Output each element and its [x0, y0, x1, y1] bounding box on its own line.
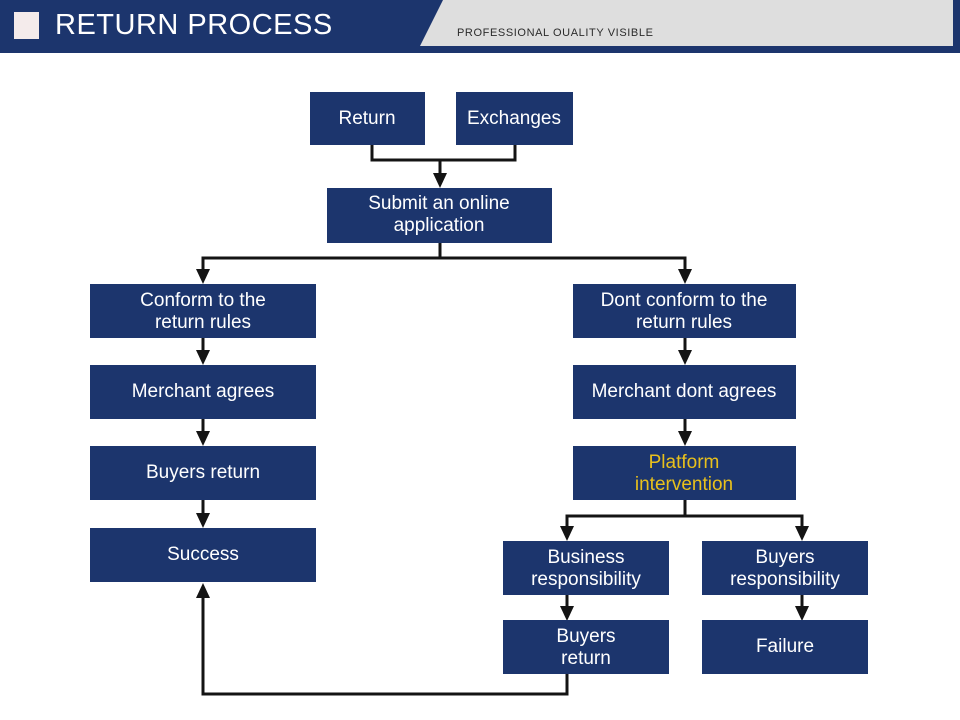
node-business-responsibility-label-line2: responsibility: [531, 569, 641, 590]
node-buyers-return-left-label: Buyers return: [146, 462, 260, 483]
node-buyers-return-bottom[interactable]: Buyers return: [503, 620, 669, 674]
node-success-label: Success: [167, 544, 239, 565]
connector-platform-split-left: [565, 500, 687, 530]
node-dont-conform-return-rules-label-line1: Dont conform to the: [601, 290, 768, 311]
node-merchant-dont-agrees[interactable]: Merchant dont agrees: [573, 365, 796, 419]
connector-submit-split-right: [440, 256, 687, 272]
header-subtitle: PROFESSIONAL OUALITY VISIBLE: [457, 27, 654, 39]
arrowhead-to-conform: [196, 269, 210, 284]
node-success[interactable]: Success: [90, 528, 316, 582]
node-exchanges-box[interactable]: [456, 92, 573, 145]
node-buyers-return-bottom-label-line1: Buyers: [556, 626, 615, 647]
node-return-box[interactable]: [310, 92, 425, 145]
arrowhead-to-buyers-return-left: [196, 431, 210, 446]
arrowhead-to-dont-conform: [678, 269, 692, 284]
node-submit-application[interactable]: Submit an online application: [327, 188, 552, 243]
node-business-responsibility[interactable]: Business responsibility: [503, 541, 669, 595]
page-header: RETURN PROCESS PROFESSIONAL OUALITY VISI…: [0, 0, 960, 56]
node-dont-conform-return-rules[interactable]: Dont conform to the return rules: [573, 284, 796, 338]
arrowhead-to-submit: [433, 173, 447, 188]
arrowhead-to-buyers-return-bottom: [560, 606, 574, 621]
page-title: RETURN PROCESS: [55, 9, 333, 41]
arrowhead-to-business-responsibility: [560, 526, 574, 541]
node-merchant-dont-agrees-box[interactable]: [573, 365, 796, 419]
header-bottom-strip: [0, 46, 960, 53]
connector-submit-split: [201, 243, 442, 272]
node-platform-intervention-label-line1: Platform: [649, 452, 720, 473]
arrowhead-to-buyers-responsibility: [795, 526, 809, 541]
node-submit-application-label-line1: Submit an online: [368, 193, 510, 214]
connector-return-to-merge: [370, 145, 440, 162]
node-buyers-return-bottom-box[interactable]: [503, 620, 669, 674]
arrowhead-to-merchant-agrees: [196, 350, 210, 365]
arrowhead-to-success: [196, 513, 210, 528]
node-buyers-responsibility[interactable]: Buyers responsibility: [702, 541, 868, 595]
node-exchanges[interactable]: Exchanges: [456, 92, 573, 145]
node-merchant-agrees-label: Merchant agrees: [132, 381, 275, 402]
node-merchant-agrees-box[interactable]: [90, 365, 316, 419]
node-return[interactable]: Return: [310, 92, 425, 145]
node-platform-intervention[interactable]: Platform intervention: [573, 446, 796, 500]
node-buyers-return-left-box[interactable]: [90, 446, 316, 500]
node-buyers-return-bottom-label-line2: return: [561, 648, 611, 669]
node-buyers-return-left[interactable]: Buyers return: [90, 446, 316, 500]
arrowhead-to-failure: [795, 606, 809, 621]
node-buyers-responsibility-label-line2: responsibility: [730, 569, 840, 590]
node-conform-return-rules-label-line1: Conform to the: [140, 290, 266, 311]
node-business-responsibility-box[interactable]: [503, 541, 669, 595]
node-business-responsibility-label-line1: Business: [547, 547, 624, 568]
node-platform-intervention-label-line2: intervention: [635, 474, 733, 495]
node-buyers-responsibility-box[interactable]: [702, 541, 868, 595]
node-exchanges-label: Exchanges: [467, 108, 561, 129]
connector-platform-split-right: [685, 514, 804, 530]
node-failure-box[interactable]: [702, 620, 868, 674]
node-platform-intervention-box[interactable]: [573, 446, 796, 500]
node-return-label: Return: [338, 108, 395, 129]
node-dont-conform-return-rules-label-line2: return rules: [636, 312, 732, 333]
node-conform-return-rules-box[interactable]: [90, 284, 316, 338]
node-submit-application-box[interactable]: [327, 188, 552, 243]
arrowhead-feedback-to-success: [196, 583, 210, 598]
header-navy-wedge: [0, 0, 443, 46]
connector-feedback-loop-to-success: [201, 595, 569, 696]
node-merchant-dont-agrees-label: Merchant dont agrees: [592, 381, 777, 402]
node-merchant-agrees[interactable]: Merchant agrees: [90, 365, 316, 419]
arrowhead-to-merchant-dont-agrees: [678, 350, 692, 365]
node-failure[interactable]: Failure: [702, 620, 868, 674]
header-square-badge: [14, 12, 39, 39]
node-submit-application-label-line2: application: [394, 215, 485, 236]
node-buyers-responsibility-label-line1: Buyers: [755, 547, 814, 568]
connector-layer: [196, 145, 809, 696]
node-failure-label: Failure: [756, 636, 814, 657]
node-conform-return-rules-label-line2: return rules: [155, 312, 251, 333]
node-success-box[interactable]: [90, 528, 316, 582]
header-right-edge: [953, 0, 960, 53]
node-dont-conform-return-rules-box[interactable]: [573, 284, 796, 338]
connector-exchanges-to-merge: [440, 145, 517, 162]
node-conform-return-rules[interactable]: Conform to the return rules: [90, 284, 316, 338]
arrowhead-to-platform-intervention: [678, 431, 692, 446]
